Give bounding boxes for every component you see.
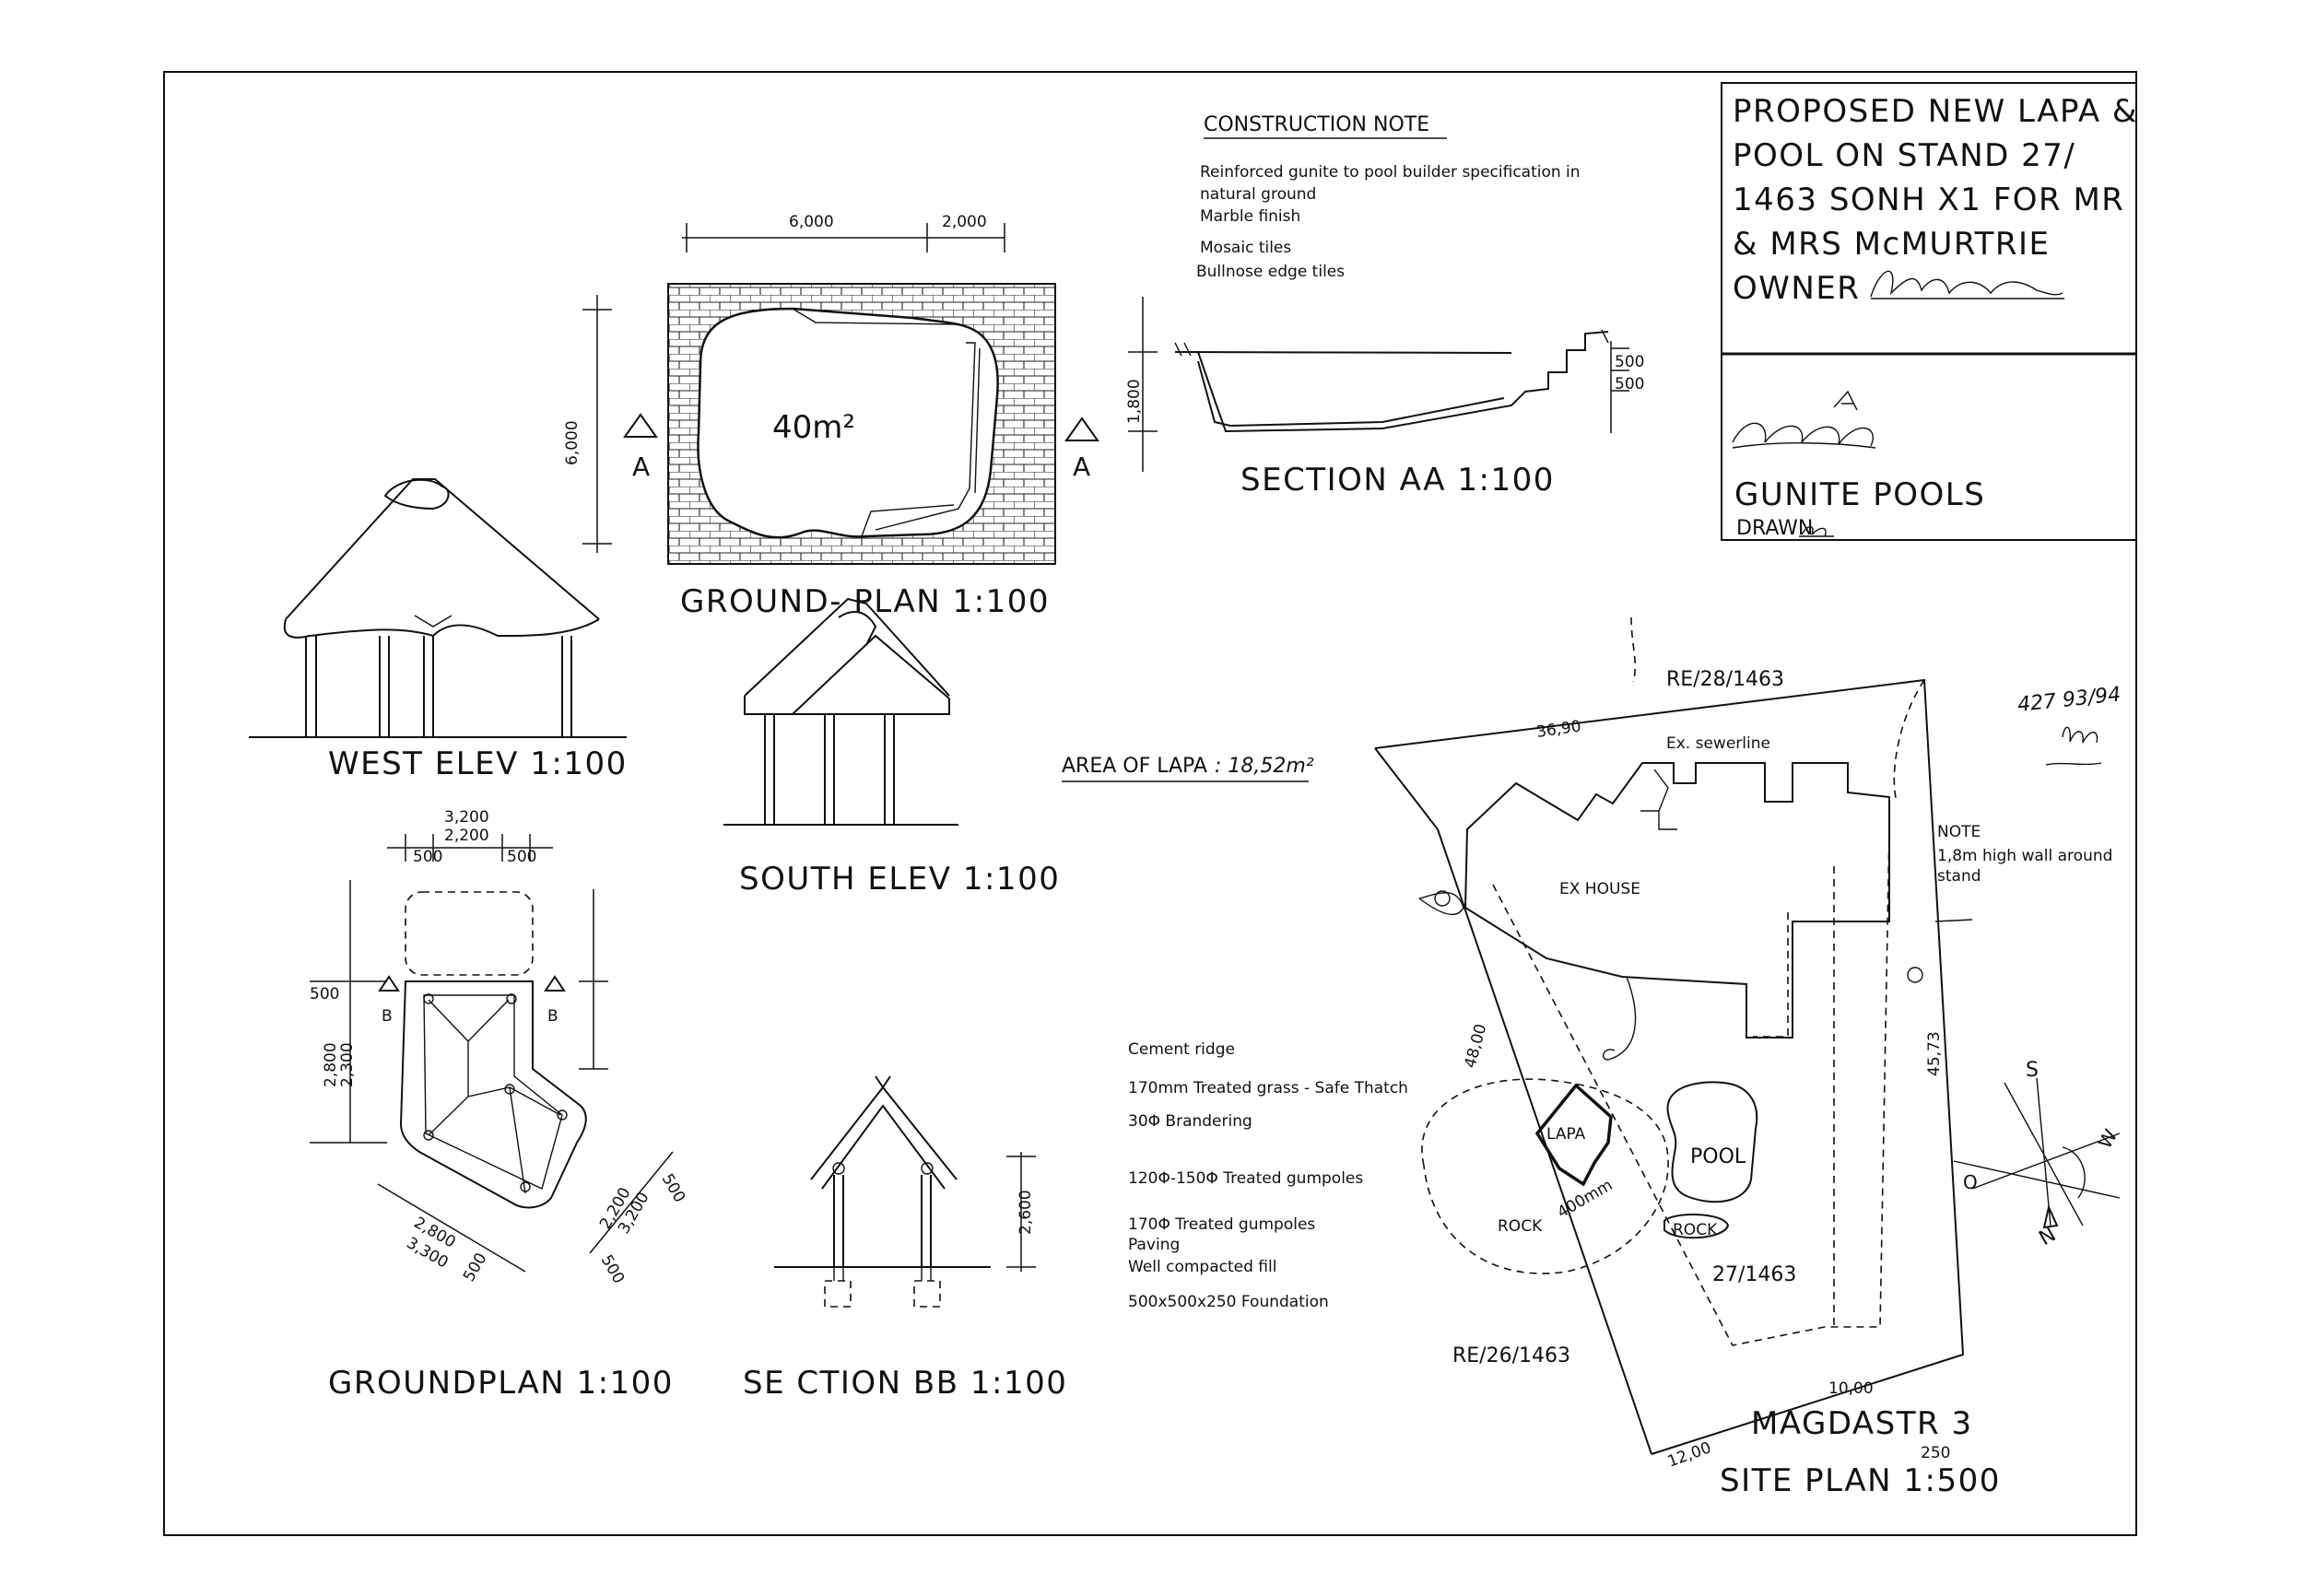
site-note-line-1: 1,8m high wall around bbox=[1937, 847, 2112, 865]
spec-1: Cement ridge bbox=[1128, 1040, 1235, 1059]
compass-n: N bbox=[2036, 1223, 2061, 1250]
spec-2: 170mm Treated grass - Safe Thatch bbox=[1128, 1079, 1408, 1097]
sewerline-label: Ex. sewerline bbox=[1666, 734, 1770, 753]
site-dim-48-00: 48,00 bbox=[1462, 1022, 1491, 1070]
note-item-1: Reinforced gunite to pool builder specif… bbox=[1200, 163, 1581, 182]
west-elevation: WEST ELEV 1:100 bbox=[249, 478, 628, 782]
site-plan: S W N O RE/28/1463 RE/26/1463 27/1463 EX… bbox=[1374, 616, 2122, 1499]
lapa-area-label: AREA OF LAPA bbox=[1062, 755, 1207, 778]
section-a-label-right: A bbox=[1073, 452, 1090, 482]
site-lapa-label: LAPA bbox=[1546, 1125, 1586, 1144]
lapa-dim-left-3: 2,300 bbox=[338, 1042, 357, 1087]
lapa-area-value: : 18,52m² bbox=[1215, 755, 1314, 778]
section-a-marker-right bbox=[1064, 417, 1099, 441]
south-elev-title: SOUTH ELEV 1:100 bbox=[739, 861, 1060, 898]
lapa-dim-top-2: 2,200 bbox=[444, 827, 489, 845]
lapa-dim-right-3: 500 bbox=[658, 1171, 689, 1206]
lapa-dim-top-1: 3,200 bbox=[444, 808, 489, 827]
section-a-label-left: A bbox=[632, 452, 650, 482]
pool-dim-left: 6,000 bbox=[563, 420, 582, 465]
site-pool-outline bbox=[1666, 1081, 1758, 1203]
site-dim-12-00: 12,00 bbox=[1665, 1438, 1714, 1471]
lapa-dim-bottom-3: 500 bbox=[460, 1250, 491, 1285]
section-bb-height-dim: 2,600 bbox=[1017, 1190, 1035, 1235]
street-label: MAGDASTR 3 bbox=[1751, 1405, 1973, 1442]
note-item-4: Mosaic tiles bbox=[1200, 239, 1291, 257]
rock-label-1: ROCK bbox=[1498, 1217, 1543, 1236]
construction-note-heading: CONSTRUCTION NOTE bbox=[1204, 113, 1429, 136]
pool-ground-plan: 6,000 2,000 6,000 40m² A A GROUND- PLAN … bbox=[563, 213, 1099, 620]
section-b-marker-right bbox=[544, 975, 566, 992]
overwritten-scale: 250 bbox=[1921, 1444, 1950, 1462]
construction-note: CONSTRUCTION NOTE Reinforced gunite to p… bbox=[1196, 113, 1581, 281]
site-lapa-footprint bbox=[1534, 1083, 1613, 1187]
title-line-4: & MRS McMURTRIE bbox=[1733, 226, 2050, 263]
section-aa-dim-step-1: 500 bbox=[1615, 353, 1644, 371]
south-elevation: SOUTH ELEV 1:100 bbox=[723, 597, 1060, 898]
note-item-3: Marble finish bbox=[1200, 207, 1300, 226]
section-bb: 2,600 SE CTION BB 1:100 bbox=[743, 1075, 1067, 1402]
rock-label-2: ROCK bbox=[1673, 1221, 1718, 1239]
neighbor-label-re28: RE/28/1463 bbox=[1666, 668, 1784, 691]
lapa-dim-top-3: 500 bbox=[413, 848, 442, 866]
section-b-label-right: B bbox=[547, 1007, 558, 1026]
pool-outline bbox=[697, 307, 999, 539]
title-line-3: 1463 SONH X1 FOR MR bbox=[1733, 182, 2124, 218]
lapa-dim-top-4: 500 bbox=[507, 848, 536, 866]
pool-dim-top-1: 6,000 bbox=[789, 213, 834, 231]
site-note-heading: NOTE bbox=[1937, 823, 1981, 841]
company-logo bbox=[1732, 390, 1876, 449]
stamp-number: 427 93/94 bbox=[2016, 683, 2122, 717]
lapa-groundplan: 3,200 2,200 500 500 B B 500 2,800 2,300 bbox=[310, 808, 688, 1402]
pool-area-label: 40m² bbox=[772, 409, 855, 446]
lapa-groundplan-title: GROUNDPLAN 1:100 bbox=[328, 1365, 674, 1402]
spec-8: 500x500x250 Foundation bbox=[1128, 1293, 1329, 1311]
lapa-dim-right-4: 500 bbox=[597, 1252, 629, 1287]
compass-o: O bbox=[1963, 1171, 1978, 1193]
site-dim-10-00: 10,00 bbox=[1828, 1379, 1874, 1398]
spec-3: 30Φ Brandering bbox=[1128, 1112, 1252, 1131]
site-note-line-2: stand bbox=[1937, 867, 1981, 886]
spec-6: Paving bbox=[1128, 1236, 1180, 1254]
lapa-specs: Cement ridge 170mm Treated grass - Safe … bbox=[1128, 1040, 1408, 1311]
lapa-dim-left-1: 500 bbox=[310, 985, 339, 1003]
note-item-5: Bullnose edge tiles bbox=[1196, 263, 1345, 281]
section-bb-title: SE CTION BB 1:100 bbox=[743, 1365, 1067, 1402]
site-dim-36-90: 36,90 bbox=[1535, 717, 1582, 742]
note-item-2: natural ground bbox=[1200, 185, 1316, 204]
title-block: PROPOSED NEW LAPA & POOL ON STAND 27/ 14… bbox=[1721, 82, 2138, 541]
section-aa-dim-depth: 1,800 bbox=[1125, 379, 1144, 424]
ex-house-label: EX HOUSE bbox=[1559, 880, 1640, 898]
spec-4: 120Φ-150Φ Treated gumpoles bbox=[1128, 1169, 1363, 1188]
sheet-border bbox=[163, 71, 2137, 1536]
stamp-signature bbox=[2045, 726, 2102, 766]
section-a-marker-left bbox=[623, 413, 658, 438]
site-plan-title: SITE PLAN 1:500 bbox=[1720, 1462, 2001, 1499]
section-aa-title: SECTION AA 1:100 bbox=[1240, 462, 1555, 499]
spec-5: 170Φ Treated gumpoles bbox=[1128, 1215, 1315, 1234]
lapa-dim-left-2: 2,800 bbox=[322, 1042, 340, 1087]
site-dim-45-73: 45,73 bbox=[1925, 1031, 1944, 1076]
neighbor-label-re26: RE/26/1463 bbox=[1452, 1344, 1570, 1367]
owner-label: OWNER bbox=[1733, 270, 1860, 307]
section-b-label-left: B bbox=[382, 1007, 393, 1026]
company-name: GUNITE POOLS bbox=[1734, 476, 1985, 513]
stand-label: 27/1463 bbox=[1712, 1263, 1796, 1286]
section-aa: 1,800 500 500 SECTION AA 1:100 bbox=[1125, 297, 1644, 499]
compass-rose bbox=[1953, 1077, 2121, 1229]
section-aa-dim-step-2: 500 bbox=[1615, 375, 1644, 393]
lapa-area-note: AREA OF LAPA : 18,52m² bbox=[1062, 755, 1314, 782]
site-pool-label: POOL bbox=[1690, 1145, 1746, 1168]
west-elev-title: WEST ELEV 1:100 bbox=[328, 745, 628, 782]
pool-dim-top-2: 2,000 bbox=[942, 213, 987, 231]
section-b-marker-left bbox=[378, 975, 400, 992]
spec-7: Well compacted fill bbox=[1128, 1258, 1276, 1276]
drawn-initials bbox=[1799, 526, 1834, 537]
title-line-2: POOL ON STAND 27/ bbox=[1733, 137, 2075, 174]
compass-w: W bbox=[2094, 1125, 2122, 1152]
title-line-1: PROPOSED NEW LAPA & bbox=[1733, 93, 2138, 130]
compass-s: S bbox=[2026, 1059, 2039, 1082]
owner-signature bbox=[1870, 270, 2064, 299]
